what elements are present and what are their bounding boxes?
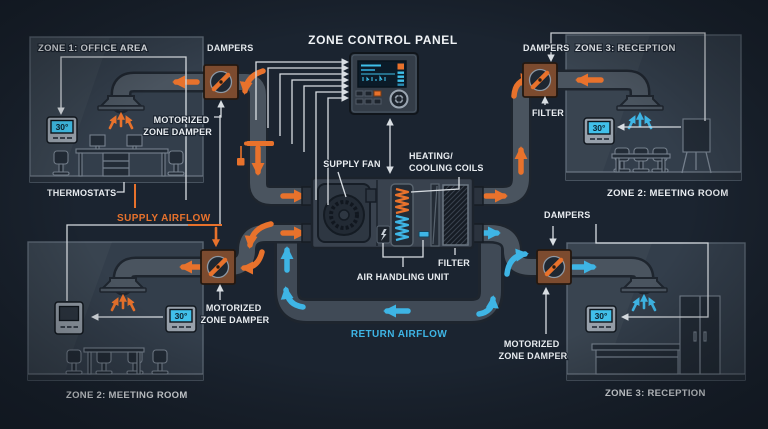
motorized-zone-damper-zone1 [204,65,238,99]
thermostats-label: THERMOSTATS [47,188,116,198]
motorized-zone-damper-zone2 [201,250,235,284]
thermostat-zone2: 30° [165,305,197,333]
zone3-bottom-label: ZONE 3: RECEPTION [605,388,706,399]
dampers-label-top-right: DAMPERS [523,43,569,53]
thermostat-zone1: 30° [46,116,78,144]
motorized-zone-damper-label-3: MOTORIZED ZONE DAMPER [499,339,568,361]
sensor-icon [418,231,430,238]
return-airflow-label: RETURN AIRFLOW [351,329,447,340]
page-title: ZONE CONTROL PANEL [308,33,458,47]
dampers-label-top-left: DAMPERS [207,43,253,53]
zone2-top-right-label: ZONE 2: MEETING ROOM [607,188,729,199]
panel-dpad[interactable] [389,89,409,109]
slanted-panel [430,183,440,247]
thermostat-reading: 30° [175,311,188,321]
cabinet [679,295,721,375]
thermostat-reading: 30° [595,311,608,321]
heating-cooling-coils [390,183,414,247]
ahu-filter [442,184,469,246]
heating-cooling-coils-label: HEATING/ COOLING COILS [409,151,484,173]
wall-control-panel [54,301,84,335]
thermostat-reading: 30° [593,123,606,133]
motorized-zone-damper-zone3 [537,250,571,284]
air-handling-unit [301,176,484,250]
zone3-top-label: ZONE 3: RECEPTION [575,43,676,54]
zone-control-panel [349,52,419,115]
supply-fan [317,183,377,243]
thermostat-zone3-top: 30° [583,117,615,145]
motorized-zone-damper-label-2: MOTORIZED ZONE DAMPER [201,303,270,325]
control-box-icon [376,225,391,244]
thermostat-reading: 30° [56,122,69,132]
monitor-icon [126,134,143,147]
monitor-icon [89,134,106,147]
zone2-bottom-label: ZONE 2: MEETING ROOM [66,390,188,401]
dampers-label-mid-right: DAMPERS [544,210,590,220]
damper-filter-zone3-top [523,63,557,97]
zone1-label: ZONE 1: OFFICE AREA [38,43,148,54]
thermostat-zone3-bottom: 30° [585,305,617,333]
filter-label-ahu: FILTER [438,258,470,268]
air-handling-unit-label: AIR HANDLING UNIT [357,272,450,282]
panel-screen [357,60,407,88]
supply-airflow-label: SUPPLY AIRFLOW [117,213,211,224]
filter-label-damper: FILTER [532,108,564,118]
supply-fan-label: SUPPLY FAN [323,159,381,169]
